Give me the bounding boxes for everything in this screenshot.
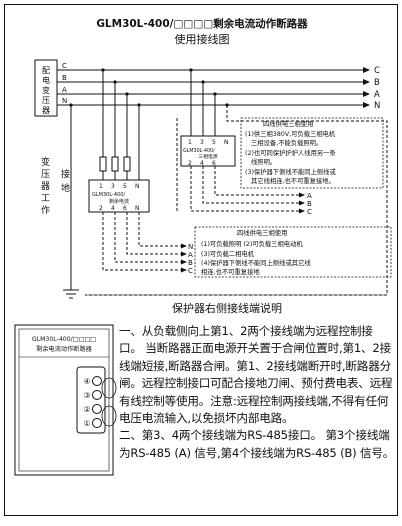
load-label-n: N [188,243,193,251]
bus-label-a: A [374,90,380,100]
terminal-number-3: ③ [83,391,90,400]
transformer-box [34,59,58,117]
bus-lines [57,69,363,106]
description-para-1: 一、从负载侧向上第1、2两个接线端为远程控制接口。 当断路器正面电源开关置于合闸… [119,324,393,426]
fuse-left-1 [99,156,107,172]
left-breaker-top-5: 5 [123,183,127,190]
transformer-label-1: 配 [42,66,50,75]
bus-arrows [363,67,370,108]
work-ground-wire [63,105,79,299]
left-breaker-bottom-6: 6 [123,205,127,212]
left-breaker-bottom-2: 2 [99,205,103,212]
bus-label-n: N [374,101,380,111]
arrow-b [363,79,370,85]
right-breaker-box [180,135,236,167]
left-fuses [99,156,131,172]
three-phase-arrows [299,192,305,214]
right-breaker-top-n: N [224,139,229,146]
device-type-label: 剩余电流动作断路器 [36,345,92,353]
left-breaker-feed [102,70,140,183]
work-label-1: 变 [41,156,50,168]
load-note-line-1: (1)可负载照明 (2)可负载三相电动机 [201,239,303,248]
right-breaker-type: 三相电源 [198,153,217,160]
left-breaker-bottom-n: N [135,205,140,212]
three-phase-label-a: A [307,192,312,200]
left-breaker-outputs [102,212,183,271]
ground-label-2: 地 [61,182,70,194]
transformer-label-3: 变 [42,85,50,95]
fuse-left-2 [111,156,119,172]
diagram-title: GLM30L-400/□□□□剩余电流动作断路器 [96,17,308,30]
terminal-number-1: ① [83,419,90,428]
wiring-diagram: GLM30L-400/□□□□剩余电流动作断路器 使用接线图 配 电 变 压 器… [14,17,392,476]
transformer-label-2: 电 [42,75,50,85]
terminal-pointers [101,377,117,427]
load-note-line-2: (3)可负载二相电机 [201,249,255,258]
wiring-diagram-page: GLM30L-400/□□□□剩余电流动作断路器 使用接线图 配 电 变 压 器… [4,4,398,516]
three-phase-label-c: C [307,208,312,216]
load-label-c: C [188,267,193,275]
terminal-section-title: 保护器右侧接线端说明 [172,301,282,315]
right-breaker-top-1: 1 [188,139,192,146]
load-note-line-3: (4)保护器下侧线不能同上侧线或其它线 [201,258,311,267]
four-wire-note-line-1: (1)供三相380V,可负载三相电机 [245,129,336,138]
four-wire-note-box [240,117,384,189]
load-note-title: 四线供电三相使用 [237,228,287,237]
work-label-5: 作 [41,204,50,216]
four-wire-note-line-5: (3)保护器下侧线不能同上侧线或 [245,167,336,176]
transformer-terminal-a: A [62,86,67,94]
terminal-block [76,366,106,434]
bus-label-c: C [374,66,380,76]
work-label-2: 压 [41,169,50,180]
transformer-label-5: 器 [42,106,50,115]
terminal-number-4: ④ [83,377,90,386]
four-wire-note-line-6: 其它线相连,也不可重复接地。 [251,176,335,185]
load-arrows [181,243,187,273]
transformer-terminal-c: C [62,62,67,70]
arrow-a [363,91,370,97]
device-inner-outline [18,328,110,472]
four-wire-note-title: 四线供电三相使用 [263,119,313,128]
four-wire-note-line-3: (2)也可同保护护护人线用另一条 [245,148,336,157]
device-model-label: GLM30L-400/□□□□ [32,336,96,343]
four-wire-note-line-2: 三相设备,不能负载照明。 [251,138,322,147]
left-breaker-box [88,179,150,213]
three-phase-label-b: B [307,200,312,208]
right-breaker-feed [190,70,216,139]
ground-label-1: 接 [61,168,70,180]
terminal-screws [92,376,102,428]
diagram-subtitle: 使用接线图 [175,32,230,46]
right-breaker-top-5: 5 [212,139,216,146]
load-label-a: A [188,251,193,259]
right-breaker-bottom-2: 2 [188,160,192,167]
right-breaker-top-3: 3 [200,139,204,146]
left-breaker-type: 剩余电流 [109,198,129,205]
load-note-box [194,226,392,278]
load-note-line-4: 相连,也不可重复接地 [201,267,260,276]
right-breaker-bottom-4: 4 [200,160,204,167]
work-label-3: 器 [41,181,50,192]
bus-label-b: B [374,78,380,88]
bus-junction-dots [69,68,229,107]
terminal-description: 一、从负载侧向上第1、2两个接线端为远程控制接口。 当断路器正面电源开关置于合闸… [119,323,395,462]
description-para-2: 二、第3、4两个接线端为RS-485接口。 第3个接线端为RS-485 (A) … [119,428,395,460]
fuse-left-3 [123,156,131,172]
right-breaker-model: GLM30L-400/ [183,148,215,154]
right-breaker-bottom-6: 6 [212,160,216,167]
work-label-4: 工 [41,194,50,204]
left-breaker-top-3: 3 [111,183,115,190]
left-breaker-top-1: 1 [99,183,103,190]
arrow-n [363,102,370,108]
left-breaker-bottom-4: 4 [111,205,115,212]
transformer-terminal-n: N [62,97,67,105]
transformer-label-4: 压 [42,96,50,105]
left-breaker-top-n: N [135,183,140,190]
four-wire-note-line-4: 线照明。 [251,157,276,166]
arrow-c [363,67,370,73]
terminal-number-2: ② [83,405,90,414]
left-breaker-model: GLM30L-400/ [92,192,125,198]
load-label-b: B [188,259,193,267]
transformer-terminal-b: B [62,74,67,82]
